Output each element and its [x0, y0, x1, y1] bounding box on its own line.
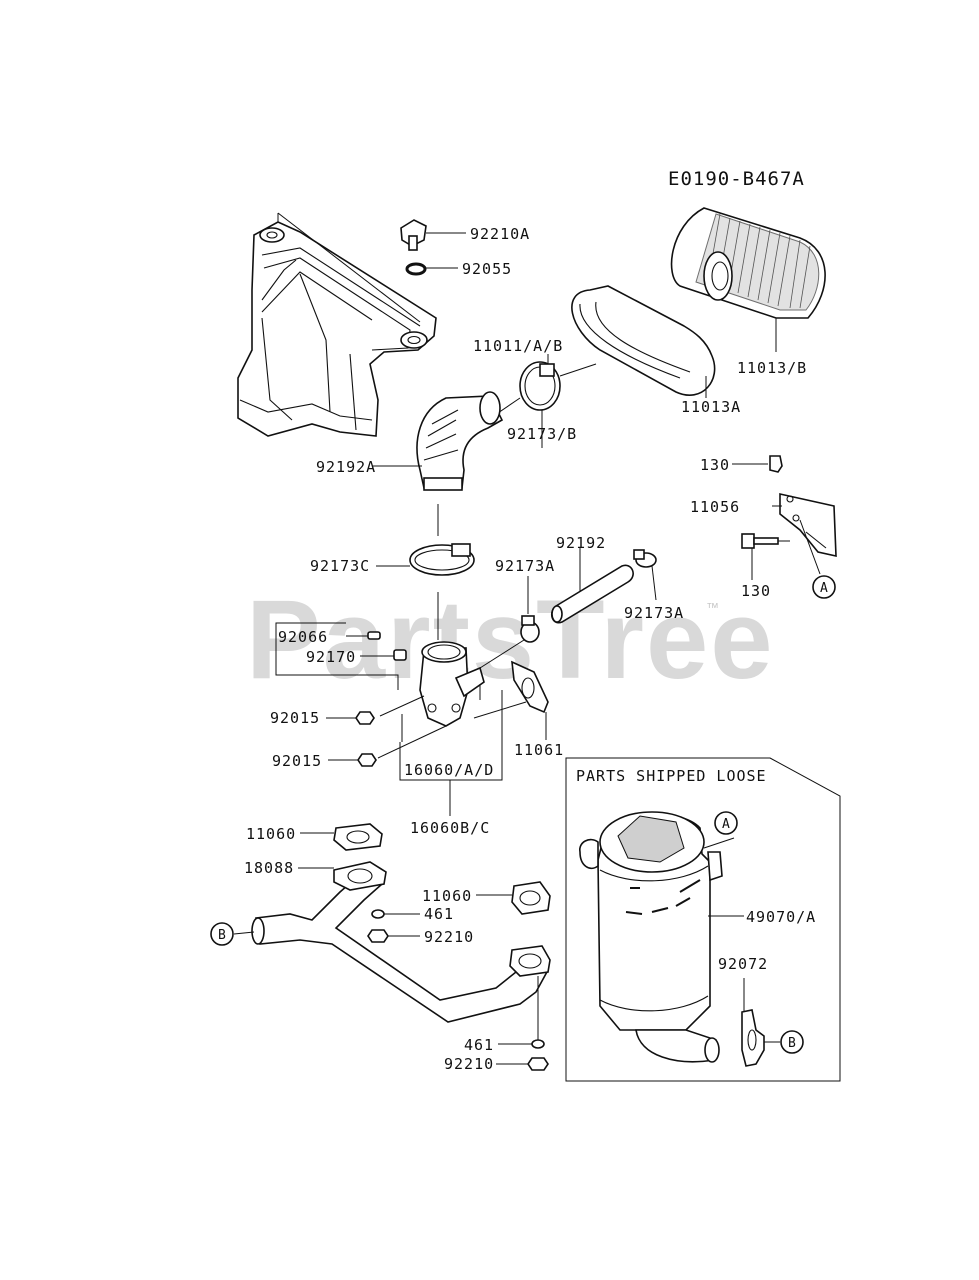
callout-b-circle-1: [210, 922, 234, 946]
label-11013b: 11013/B: [737, 359, 807, 377]
label-16060ad: 16060/A/D: [404, 761, 494, 779]
nut-92210-left: [367, 929, 420, 943]
label-92055: 92055: [462, 260, 512, 278]
label-92173c: 92173C: [310, 557, 370, 575]
gasket-11061: [511, 660, 549, 740]
exhaust-pipe-18088: [233, 861, 551, 1023]
label-461-left: 461: [424, 905, 454, 923]
label-92173a-left: 92173A: [495, 557, 555, 575]
watermark: PartsTree: [246, 577, 775, 702]
exhaust-clamp-92072: [741, 978, 780, 1067]
gasket-11060-left: [300, 823, 383, 851]
pin-92066: [346, 631, 381, 640]
label-92192: 92192: [556, 534, 606, 552]
label-18088: 18088: [244, 859, 294, 877]
label-11056: 11056: [690, 498, 740, 516]
label-11013a: 11013A: [681, 398, 741, 416]
air-cleaner-housing: [237, 212, 437, 437]
nipple-92170: [360, 649, 407, 661]
o-ring-92055: [405, 262, 458, 276]
pre-cleaner-11013a: [571, 285, 716, 398]
hose-clamp-92173a-right: [633, 549, 657, 601]
nut-92015-upper: [326, 711, 375, 725]
muffler-49070: [579, 811, 744, 1063]
air-filter-element: [670, 207, 826, 352]
nut-92015-lower: [328, 753, 377, 767]
callout-b-circle-2: [780, 1030, 804, 1054]
label-16060bc: 16060B/C: [410, 819, 490, 837]
intake-manifold-16060: [377, 639, 527, 759]
parts-shipped-loose-box: [565, 757, 841, 1082]
label-92015-upper: 92015: [270, 709, 320, 727]
washer-461-left: [371, 909, 420, 919]
hose-clamp-92173c: [376, 543, 475, 576]
label-92170: 92170: [306, 648, 356, 666]
group-bracket-manifold: [399, 690, 503, 781]
label-11060-left: 11060: [246, 825, 296, 843]
label-92015-lower: 92015: [272, 752, 322, 770]
label-92066: 92066: [278, 628, 328, 646]
hose-clamp-92173b: [469, 361, 597, 448]
label-11011ab: 11011/A/B: [473, 337, 563, 355]
wing-nut-92210a: [400, 219, 466, 251]
callout-b-2: B: [788, 1036, 796, 1051]
group-bracket-left: [275, 622, 399, 690]
parts-shipped-loose-title: PARTS SHIPPED LOOSE: [576, 767, 767, 785]
callout-a-2: A: [722, 817, 730, 832]
washer-461-bottom: [498, 1039, 545, 1049]
bolt-130-top: [732, 455, 783, 473]
label-130-bottom: 130: [741, 582, 771, 600]
label-92210-bottom: 92210: [444, 1055, 494, 1073]
hose-clamp-92173a-left: [520, 576, 540, 643]
label-92072: 92072: [718, 955, 768, 973]
label-92210a: 92210A: [470, 225, 530, 243]
intake-elbow-92192a: [372, 391, 504, 491]
label-92210-left: 92210: [424, 928, 474, 946]
label-92173a-right: 92173A: [624, 604, 684, 622]
label-11061: 11061: [514, 741, 564, 759]
label-130-top: 130: [700, 456, 730, 474]
gasket-11060-right: [476, 881, 551, 915]
label-49070a: 49070/A: [746, 908, 816, 926]
label-11060-right: 11060: [422, 887, 472, 905]
callout-a-1: A: [820, 581, 828, 596]
bolt-130-bottom: [741, 533, 790, 580]
label-461-bottom: 461: [464, 1036, 494, 1054]
bracket-11056: [772, 493, 837, 575]
watermark-trademark: ™: [706, 600, 719, 615]
callout-a-circle-2: [714, 811, 738, 835]
callout-a-circle-1: [812, 575, 836, 599]
callout-b-1: B: [218, 928, 226, 943]
diagram-code: E0190-B467A: [668, 168, 805, 190]
label-92173b: 92173/B: [507, 425, 577, 443]
label-92192a: 92192A: [316, 458, 376, 476]
breather-hose-92192: [550, 548, 634, 624]
nut-92210-bottom: [496, 1057, 549, 1071]
